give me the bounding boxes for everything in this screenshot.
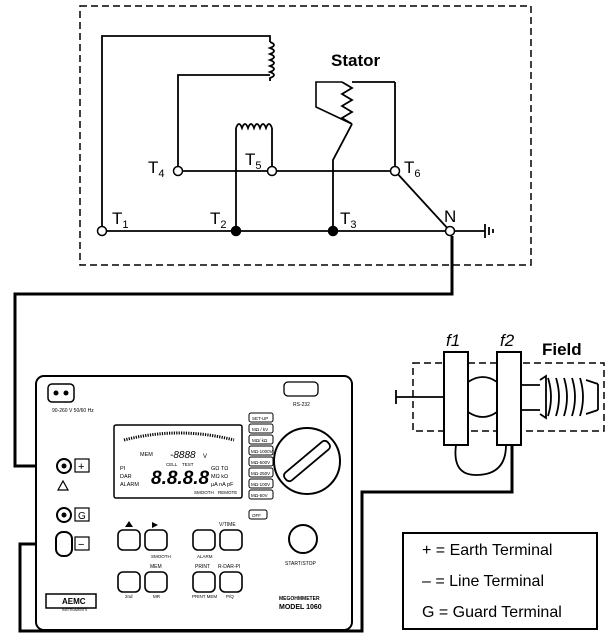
rdarpi-label: R-DAR-PI xyxy=(218,564,240,570)
jack-guard-label: G xyxy=(78,511,86,522)
print-button[interactable] xyxy=(192,571,216,593)
model-line1: MEGOHMMETER xyxy=(279,596,320,602)
dial-pos-off: OFF xyxy=(252,513,261,518)
lcd-cell-label: CELL xyxy=(166,462,178,467)
vtime-label: V/TIME xyxy=(219,522,236,528)
label-f1: f1 xyxy=(446,331,460,350)
lcd-unit-a: µA nA pF xyxy=(211,482,234,488)
pq-label: P/Q xyxy=(226,594,234,599)
rs232-label: RS-232 xyxy=(293,402,310,408)
slip-ring-f1 xyxy=(443,351,469,446)
up-arrow-icon xyxy=(125,521,133,527)
lcd-small-digits: -8888 xyxy=(170,450,196,461)
mem-button[interactable] xyxy=(144,571,168,593)
up-button[interactable] xyxy=(117,529,141,551)
megohmmeter: 90-260 V 50/60 Hz RS-232 + G − MEM -8888… xyxy=(35,375,353,631)
lcd-alarm-label: ALARM xyxy=(120,482,139,488)
field-assembly: f1 f2 Field xyxy=(395,331,605,476)
label-f2: f2 xyxy=(500,331,515,350)
terminal-t3 xyxy=(327,225,339,237)
dial-pos-mohm-kohm: MΩ/ kΩ xyxy=(252,438,268,443)
label-t6: T6 xyxy=(404,158,421,180)
jack-line-label: − xyxy=(78,539,84,551)
alarm-label: ALARM xyxy=(197,554,213,559)
print-mem-label: PRINT MEM xyxy=(192,594,217,599)
dial-pos-1000v: MΩ-1000V xyxy=(251,449,273,454)
start-stop-label: START/STOP xyxy=(285,561,317,567)
mr-label: MR xyxy=(153,594,161,599)
legend-earth: + = Earth Terminal xyxy=(422,542,553,559)
second-button[interactable] xyxy=(117,571,141,593)
stator-terminal-nodes xyxy=(96,165,456,237)
rotary-knob-handle[interactable] xyxy=(282,439,331,483)
terminal-t4 xyxy=(172,165,184,177)
vtime-button[interactable] xyxy=(219,529,243,551)
brand-logo xyxy=(45,593,97,609)
lcd-display xyxy=(113,424,243,499)
dial-pos-mohm-kv: MΩ / kV xyxy=(252,427,268,432)
dial-pos-50v: MΩ-50V xyxy=(251,493,268,498)
legend-line: – = Line Terminal xyxy=(422,573,544,590)
lcd-small-unit: V xyxy=(203,454,207,460)
second-label: 2nd xyxy=(125,594,133,599)
terminal-n xyxy=(444,225,456,237)
terminal-t2 xyxy=(230,225,242,237)
start-stop-button[interactable] xyxy=(288,524,318,554)
right-button[interactable] xyxy=(144,529,168,551)
terminal-legend: + = Earth Terminal – = Line Terminal G =… xyxy=(402,532,598,630)
warning-icon xyxy=(56,479,70,491)
lcd-dar-label: DAR xyxy=(120,474,132,480)
stator-title: Stator xyxy=(331,51,381,70)
lcd-remote-label: REMOTE xyxy=(218,490,237,495)
model-line2: MODEL 1060 xyxy=(279,604,322,611)
dial-pos-500v: MΩ-500V xyxy=(251,460,270,465)
jack-line[interactable] xyxy=(55,531,73,557)
dial-pos-setup: SET-UP xyxy=(252,416,268,421)
dial-pos-250v: MΩ-250V xyxy=(251,471,270,476)
lcd-mem-label: MEM xyxy=(140,452,153,458)
field-title: Field xyxy=(542,340,582,359)
smooth-label: SMOOTH xyxy=(151,554,171,559)
lcd-smooth-label: SMOOTH xyxy=(194,490,214,495)
lcd-pi-label: PI xyxy=(120,466,126,472)
meter-body xyxy=(35,375,353,631)
terminal-t1 xyxy=(96,225,108,237)
label-t5: T5 xyxy=(245,150,262,172)
lcd-bargraph xyxy=(123,431,235,442)
label-n: N xyxy=(444,207,456,226)
power-inlet xyxy=(47,383,75,403)
lead-wires xyxy=(13,236,514,633)
legend-guard: G = Guard Terminal xyxy=(422,604,562,621)
dial-pos-100v: MΩ-100V xyxy=(251,482,270,487)
power-label: 90-260 V 50/60 Hz xyxy=(52,408,94,414)
label-t2: T2 xyxy=(210,209,227,231)
slip-ring-f2 xyxy=(496,351,522,446)
rs232-port xyxy=(283,381,319,397)
jack-earth-label: + xyxy=(78,461,84,473)
button-group xyxy=(117,529,243,593)
lcd-main-digits: 8.8.8.8 xyxy=(151,468,210,489)
brand-name: AEMC xyxy=(62,597,86,606)
label-t3: T3 xyxy=(340,209,357,231)
rotary-positions: SET-UP MΩ / kV MΩ/ kΩ MΩ-1000V MΩ-500V M… xyxy=(248,412,274,520)
brand-sub: INSTRUMENTS xyxy=(62,608,88,612)
label-t1: T1 xyxy=(112,209,129,231)
terminal-t6 xyxy=(389,165,401,177)
stator-enclosure xyxy=(79,5,532,266)
mem-label: MEM xyxy=(150,564,162,570)
lcd-unit-g: GΩ TΩ xyxy=(211,466,228,472)
alarm-button[interactable] xyxy=(192,529,216,551)
print-label: PRINT xyxy=(195,564,210,570)
label-t4: T4 xyxy=(148,158,165,180)
terminal-t5 xyxy=(266,165,278,177)
lcd-test-label: TEST xyxy=(182,462,194,467)
rdarpi-button[interactable] xyxy=(219,571,243,593)
right-arrow-icon xyxy=(152,522,158,528)
lcd-unit-m: MΩ kΩ xyxy=(211,474,228,480)
stator-windings xyxy=(101,35,494,238)
